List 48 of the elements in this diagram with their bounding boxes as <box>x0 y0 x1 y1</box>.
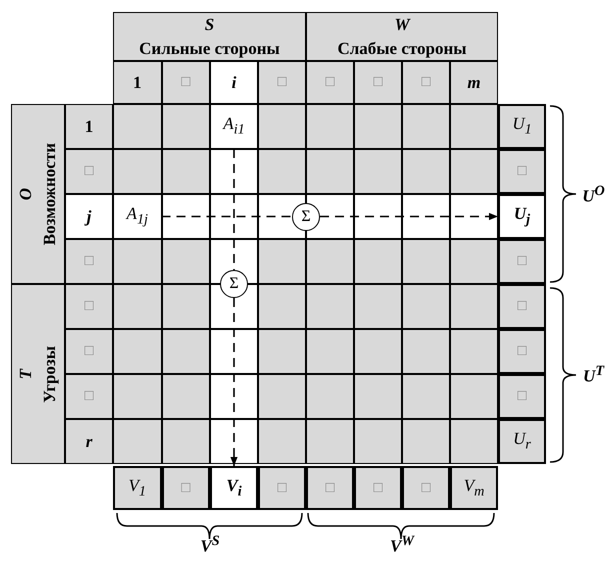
group-heading: Возможности <box>40 142 60 246</box>
row-index: □ <box>84 388 94 405</box>
arrow <box>320 212 498 220</box>
column-index: □ <box>277 74 287 91</box>
group-letter: O <box>16 188 36 200</box>
column-index: □ <box>421 74 431 91</box>
row-index: □ <box>84 163 94 180</box>
result-value: V$_{1}$ <box>128 476 146 500</box>
matrix-element: A$_{i1}$ <box>210 104 258 149</box>
sum-label: V$^{S}$ <box>200 533 220 557</box>
row-index: □ <box>84 343 94 360</box>
sum-label: U$^{T}$ <box>583 363 604 387</box>
group-letter: S <box>204 15 214 35</box>
result-value: □ <box>517 388 527 405</box>
result-value: □ <box>517 163 527 180</box>
column-index: □ <box>181 74 190 91</box>
result-value: □ <box>325 480 335 496</box>
result-value: □ <box>517 253 527 270</box>
result-value: □ <box>421 480 431 496</box>
group-heading: Слабые стороны <box>337 38 467 58</box>
result-value: U$_{1}$ <box>512 114 532 139</box>
column-index: 1 <box>133 72 142 92</box>
row-index: j <box>86 206 92 226</box>
result-value: U$_{j}$ <box>498 194 546 239</box>
group-letter: T <box>16 368 36 380</box>
result-value: □ <box>517 343 527 360</box>
result-value: U$_{r}$ <box>513 429 531 454</box>
result-value: □ <box>517 298 527 315</box>
result-value: □ <box>373 480 383 496</box>
sum-label: V$^{W}$ <box>390 533 414 557</box>
result-value: □ <box>181 480 190 496</box>
arrow <box>230 298 238 466</box>
group-heading: Угрозы <box>40 346 60 402</box>
result-value: V$_{i}$ <box>210 466 258 510</box>
column-index: □ <box>325 74 335 91</box>
row-index: □ <box>84 298 94 315</box>
result-value: □ <box>277 480 287 496</box>
column-index: m <box>467 72 481 92</box>
sum-label: U$^{O}$ <box>582 183 605 207</box>
group-letter: W <box>394 15 410 35</box>
column-index: i <box>232 72 236 92</box>
column-index: □ <box>373 74 383 91</box>
row-index: 1 <box>84 116 94 136</box>
group-heading: Сильные стороны <box>139 38 280 58</box>
row-index: r <box>86 432 92 452</box>
row-index: □ <box>84 253 94 270</box>
result-value: V$_{m}$ <box>464 476 484 500</box>
matrix-element: A$_{1j}$ <box>113 194 162 239</box>
